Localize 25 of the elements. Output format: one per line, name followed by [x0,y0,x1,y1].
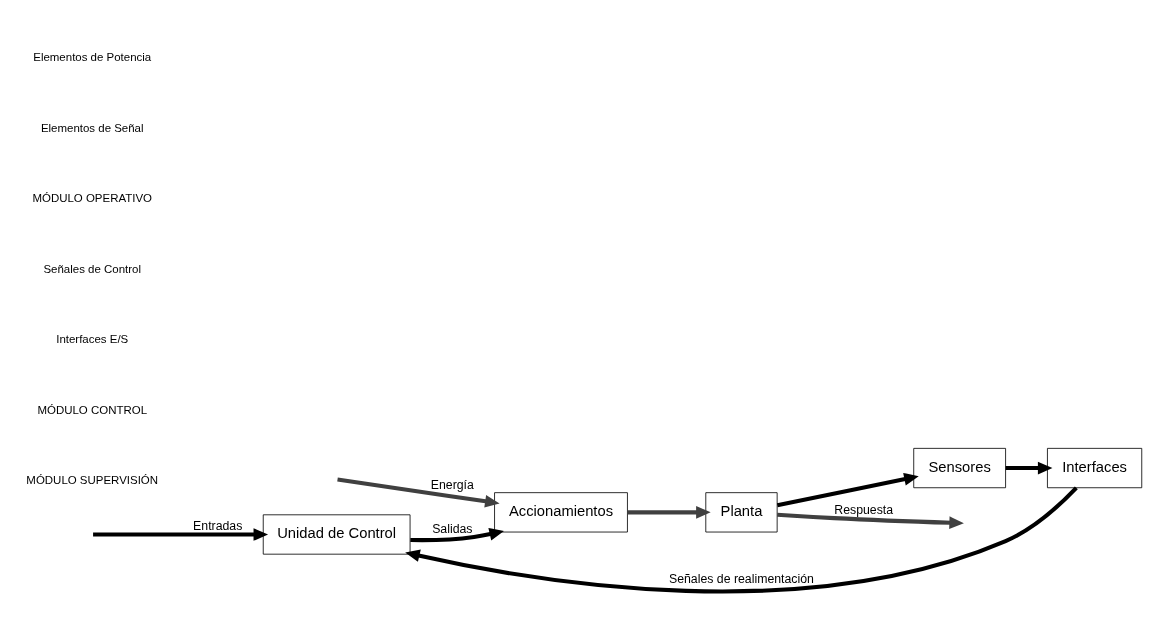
arrow [776,472,919,507]
arrow [337,477,500,508]
node-box: Sensores [913,447,1006,488]
label: MÓDULO OPERATIVO [32,191,153,204]
arrow [1005,461,1053,474]
label: Elementos de Señal [40,121,144,133]
edge-label: Respuesta [834,502,894,517]
node-box: Unidad de Control [262,513,411,555]
label: Señales de Control [43,262,141,275]
label: MÓDULO SUPERVISIÓN [26,473,159,486]
label: MÓDULO CONTROL [37,403,148,416]
arrow [627,505,711,519]
arrow [405,485,1078,593]
edge-label: Entradas [193,518,243,533]
node-box: Interfaces [1047,447,1143,488]
arrow [93,527,269,541]
edge-label: Señales de realimentación [669,571,814,586]
arrow [410,527,504,542]
node-box: Accionamientos [494,491,628,532]
arrow [777,512,964,529]
label: Elementos de Potencia [33,50,152,63]
node-box: Planta [705,491,778,532]
edge-label: Energía [430,477,474,492]
label: Interfaces E/S [56,332,129,345]
edge-label: Salidas [432,521,473,536]
